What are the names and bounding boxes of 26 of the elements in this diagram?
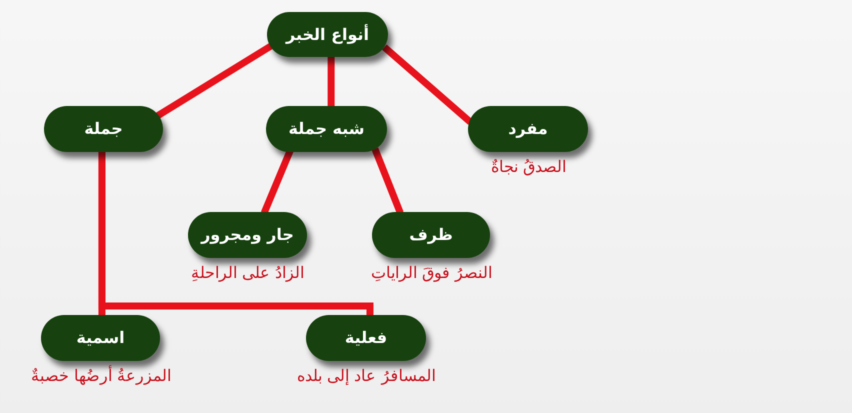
- connector-line: [328, 56, 335, 107]
- category-label: جملة: [84, 119, 123, 139]
- category-label: فعلية: [344, 328, 388, 348]
- example-sentence: المزرعةُ أرضُها خصبةٌ: [31, 365, 172, 387]
- connector-line: [155, 43, 272, 120]
- connector-line: [382, 44, 473, 125]
- example-sentence: المسافرُ عاد إلى بلده: [297, 365, 436, 387]
- example-sentence: الصدقُ نجاةٌ: [491, 156, 566, 178]
- category-box: [372, 212, 490, 258]
- category-box: [468, 106, 588, 152]
- example-sentence: الزادُ على الراحلةِ: [191, 262, 304, 284]
- category-label: مفرد: [508, 119, 548, 139]
- category-box: [44, 106, 163, 152]
- category-label: جار ومجرور: [201, 225, 294, 245]
- category-box: [266, 106, 387, 152]
- example-sentence: النصرُ فوقَ الراياتِ: [371, 262, 492, 284]
- category-label: أنواع الخبر: [286, 24, 369, 44]
- category-box: [306, 315, 426, 361]
- category-label: ظرف: [409, 225, 453, 245]
- category-box: [267, 12, 388, 57]
- connector-line: [372, 147, 404, 214]
- category-label: اسمية: [76, 328, 125, 348]
- category-label: شبه جملة: [288, 119, 365, 139]
- category-box: [41, 315, 160, 361]
- category-box: [188, 212, 307, 258]
- connector-line: [98, 151, 374, 316]
